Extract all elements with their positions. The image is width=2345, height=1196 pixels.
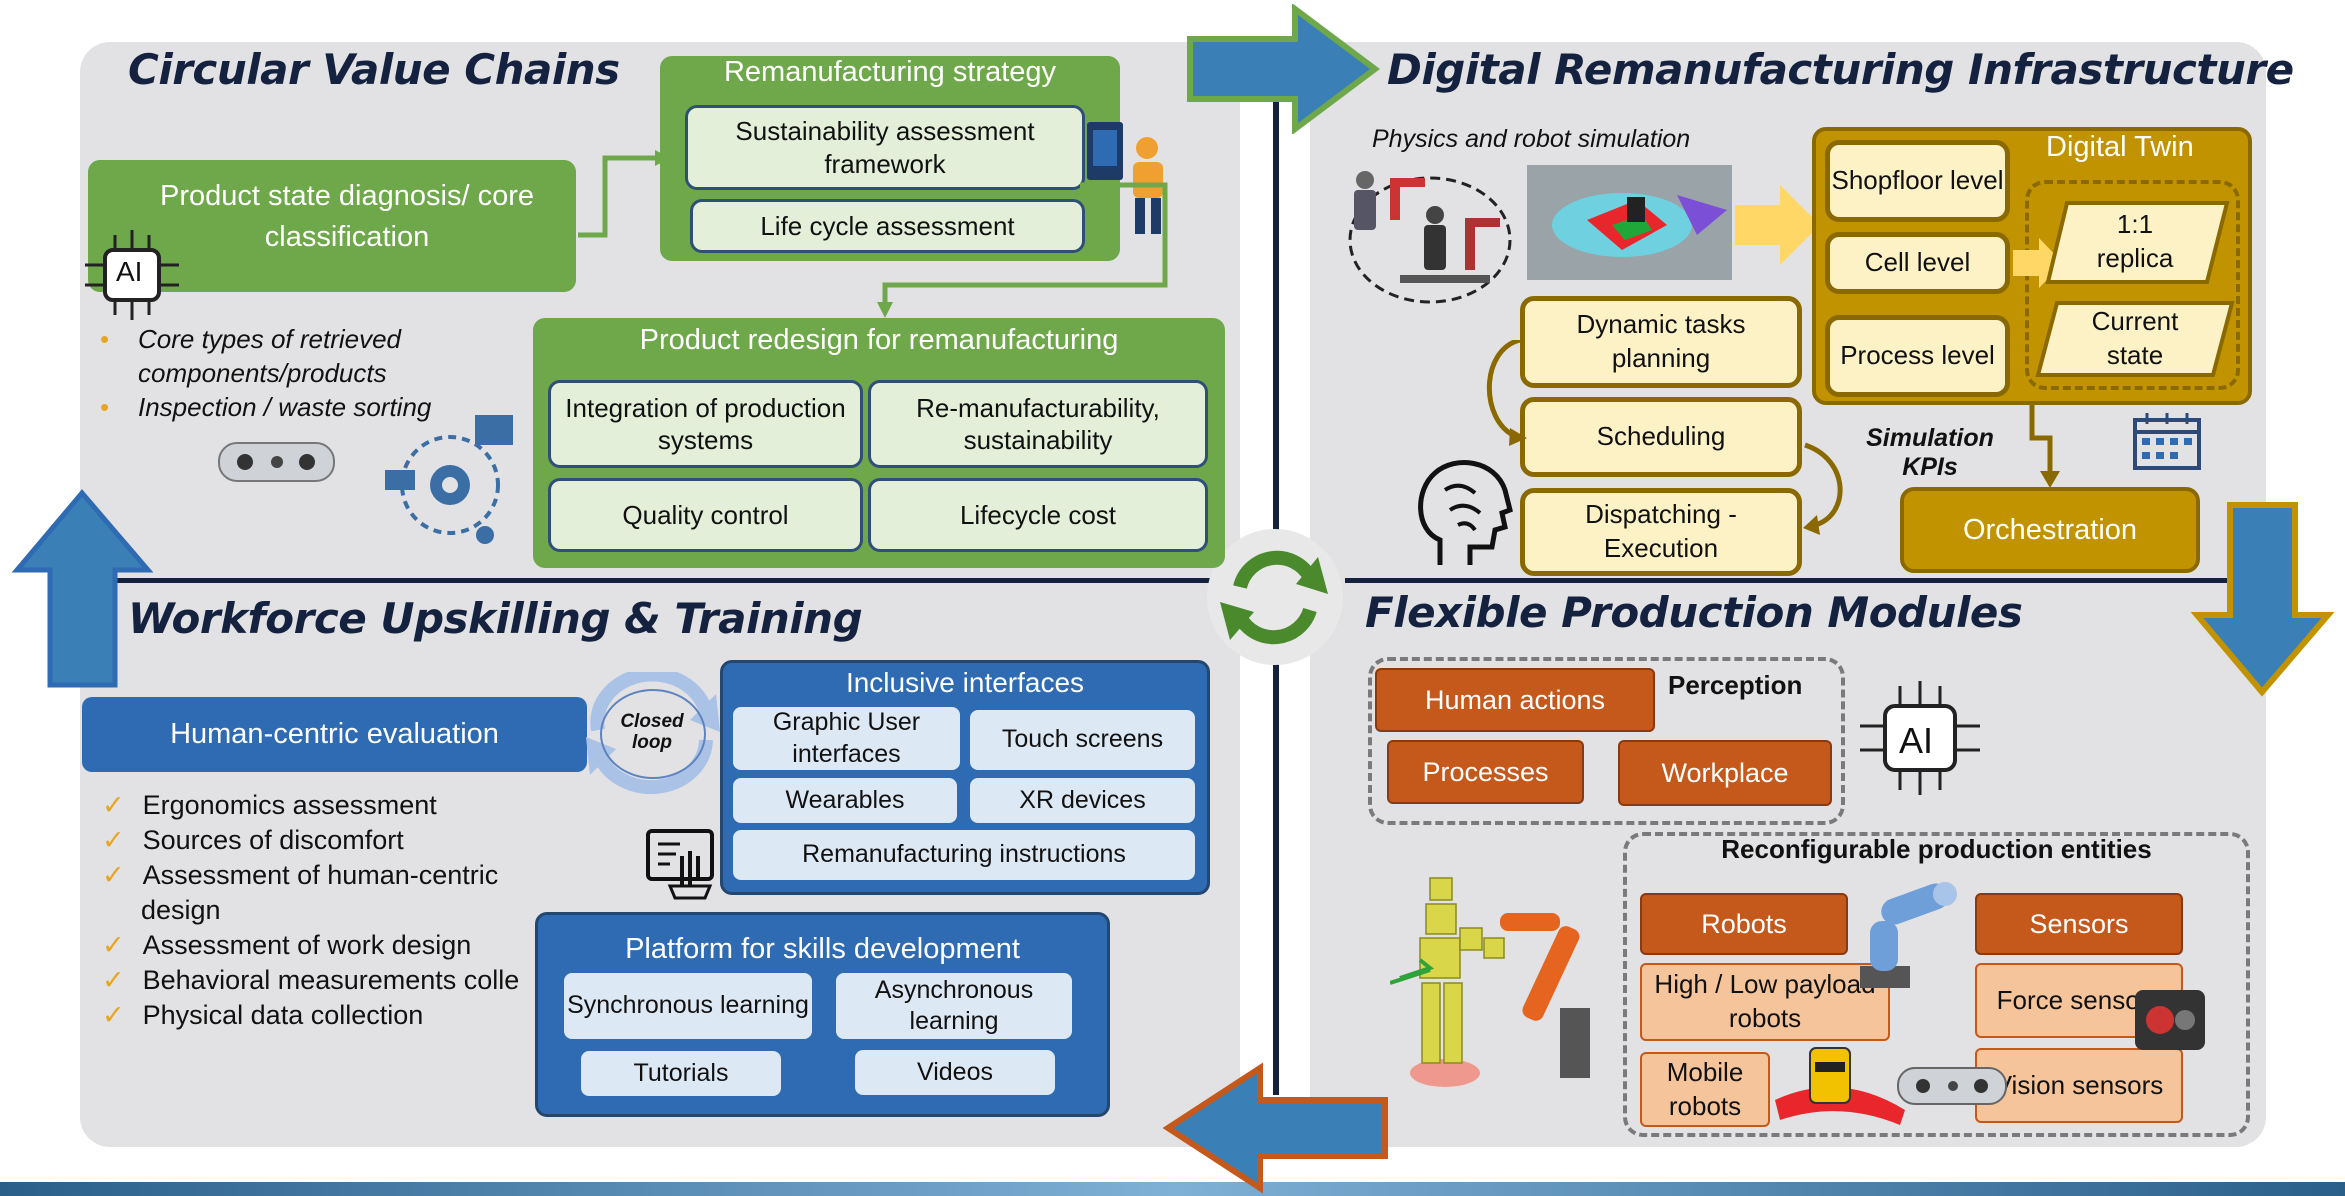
check-human-centric: ✓Assessment of human-centric design bbox=[102, 860, 499, 925]
product-state-label: Product state diagnosis/ core classifica… bbox=[160, 180, 534, 253]
simulation-kpis-label: Simulation KPIs bbox=[1866, 424, 1994, 481]
horizontal-divider-left bbox=[100, 578, 1230, 583]
arrow-down-right-icon bbox=[2190, 502, 2335, 697]
videos-box: Videos bbox=[855, 1050, 1055, 1095]
vision-sensors-box: Vision sensors bbox=[1975, 1048, 2183, 1123]
dispatching-box: Dispatching - Execution bbox=[1520, 488, 1802, 576]
synchronous-learning-box: Synchronous learning bbox=[564, 973, 812, 1039]
connector-arrows bbox=[578, 150, 1168, 318]
check-physical: ✓Physical data collection bbox=[102, 1000, 424, 1030]
ai-chip-label: AI bbox=[116, 256, 143, 287]
workplace-box: Workplace bbox=[1618, 740, 1832, 806]
vision-camera-icon bbox=[1897, 1067, 2007, 1105]
mobile-robots-box: Mobile robots bbox=[1640, 1052, 1770, 1127]
remanufacturability-box: Re-manufacturability, sustainability bbox=[868, 380, 1208, 468]
mobile-robot-icon bbox=[1775, 1047, 1905, 1125]
cell-level-box: Cell level bbox=[1825, 232, 2010, 294]
scheduling-box: Scheduling bbox=[1520, 397, 1802, 477]
product-state-box: Product state diagnosis/ core classifica… bbox=[88, 160, 576, 292]
human-robot-collab-icon bbox=[1390, 877, 1590, 1087]
closed-loop-label: Closed loop bbox=[620, 711, 684, 753]
bullet-core-types: • Core types of retrieved components/pro… bbox=[100, 324, 402, 388]
worker-screen-icon bbox=[1087, 122, 1163, 234]
dynamic-tasks-box: Dynamic tasks planning bbox=[1520, 296, 1802, 388]
quality-control-box: Quality control bbox=[548, 478, 863, 552]
ai-chip-icon bbox=[85, 230, 179, 320]
check-discomfort: ✓Sources of discomfort bbox=[102, 825, 404, 855]
lifecycle-cost-box: Lifecycle cost bbox=[868, 478, 1208, 552]
circular-bullets: • Core types of retrieved components/pro… bbox=[100, 322, 480, 424]
twin-to-orchestration-arrow bbox=[2029, 403, 2060, 488]
digital-twin-title: Digital Twin bbox=[2046, 131, 2194, 163]
digital-title: Digital Remanufacturing Infrastructure bbox=[1387, 45, 2294, 94]
bullet-inspection: • Inspection / waste sorting bbox=[100, 392, 432, 422]
product-redesign-title: Product redesign for remanufacturing bbox=[639, 324, 1119, 356]
life-cycle-assessment-box: Life cycle assessment bbox=[690, 199, 1085, 253]
bullet-core-types-text: Core types of retrieved components/produ… bbox=[138, 324, 402, 388]
ai-chip-icon-2 bbox=[1860, 681, 1980, 795]
circular-title: Circular Value Chains bbox=[128, 45, 620, 94]
replica-shape bbox=[2045, 201, 2230, 284]
perception-title: Perception bbox=[1668, 670, 1803, 700]
check-work-design: ✓Assessment of work design bbox=[102, 930, 472, 960]
gui-box: Graphic User interfaces bbox=[733, 707, 960, 770]
asynchronous-learning-box: Asynchronous learning bbox=[836, 973, 1072, 1039]
reconfigurable-dashed bbox=[1623, 832, 2250, 1137]
reconfigurable-title: Reconfigurable production entities bbox=[1721, 834, 2152, 864]
closed-loop-icon bbox=[586, 672, 720, 795]
robot-sim-workers-icon bbox=[1348, 171, 1512, 304]
flexible-title: Flexible Production Modules bbox=[1365, 588, 2023, 637]
payload-robots-box: High / Low payload robots bbox=[1640, 963, 1890, 1041]
integration-production-box: Integration of production systems bbox=[548, 380, 863, 468]
bullet-inspection-text: Inspection / waste sorting bbox=[138, 392, 432, 422]
inclusive-interfaces-title: Inclusive interfaces bbox=[845, 667, 1085, 698]
remanufacturing-instructions-box: Remanufacturing instructions bbox=[733, 830, 1195, 880]
tutorials-box: Tutorials bbox=[581, 1051, 781, 1096]
processes-box: Processes bbox=[1387, 740, 1584, 804]
tablet-hand-icon bbox=[646, 829, 714, 900]
cycle-arrows-icon bbox=[1207, 529, 1343, 665]
platform-skills-title: Platform for skills development bbox=[625, 933, 1020, 965]
current-state-label: Current state bbox=[2091, 306, 2179, 370]
arrow-up-left-icon bbox=[11, 489, 154, 688]
head-brain-icon bbox=[1418, 460, 1513, 565]
twin-state-dashed bbox=[2025, 180, 2240, 390]
touch-screens-box: Touch screens bbox=[970, 710, 1195, 770]
arrow-to-twin-icon bbox=[1735, 185, 1820, 265]
sensors-box: Sensors bbox=[1975, 893, 2183, 955]
arrow-left-bottom-icon bbox=[1162, 1062, 1388, 1194]
force-sensor-icon bbox=[2135, 990, 2205, 1050]
horizontal-divider-right bbox=[1345, 578, 2265, 583]
replica-label: 1:1 replica bbox=[2096, 209, 2174, 273]
task-flow-arrows bbox=[1486, 340, 1843, 535]
calendar-icon bbox=[2133, 413, 2201, 470]
human-centric-evaluation-box: Human-centric evaluation bbox=[82, 697, 587, 772]
robots-box: Robots bbox=[1640, 893, 1848, 955]
remanufacturing-strategy-title: Remanufacturing strategy bbox=[723, 56, 1057, 88]
process-level-box: Process level bbox=[1825, 315, 2010, 397]
check-behavioral: ✓Behavioral measurements colle bbox=[102, 965, 520, 995]
perception-dashed bbox=[1368, 657, 1845, 825]
shopfloor-level-box: Shopfloor level bbox=[1825, 140, 2010, 222]
sustainability-framework-box: Sustainability assessment framework bbox=[685, 105, 1085, 190]
check-ergonomics: ✓Ergonomics assessment bbox=[102, 790, 437, 820]
current-state-shape bbox=[2035, 301, 2235, 377]
simulation-image-icon bbox=[1527, 165, 1732, 280]
wearables-box: Wearables bbox=[733, 778, 957, 823]
cobot-icon bbox=[1860, 882, 1957, 988]
workforce-checklist: ✓Ergonomics assessment ✓Sources of disco… bbox=[102, 788, 542, 1033]
camera-icon bbox=[218, 442, 335, 482]
gear-network-icon bbox=[385, 415, 513, 544]
workforce-title: Workforce Upskilling & Training bbox=[128, 594, 863, 643]
physics-label: Physics and robot simulation bbox=[1372, 125, 1691, 153]
human-actions-box: Human actions bbox=[1375, 668, 1655, 732]
xr-devices-box: XR devices bbox=[970, 778, 1195, 823]
footer-bar bbox=[0, 1182, 2345, 1196]
orchestration-box: Orchestration bbox=[1900, 487, 2200, 573]
ai-chip-label-2: AI bbox=[1899, 720, 1934, 761]
arrow-right-top-icon bbox=[1187, 4, 1380, 134]
